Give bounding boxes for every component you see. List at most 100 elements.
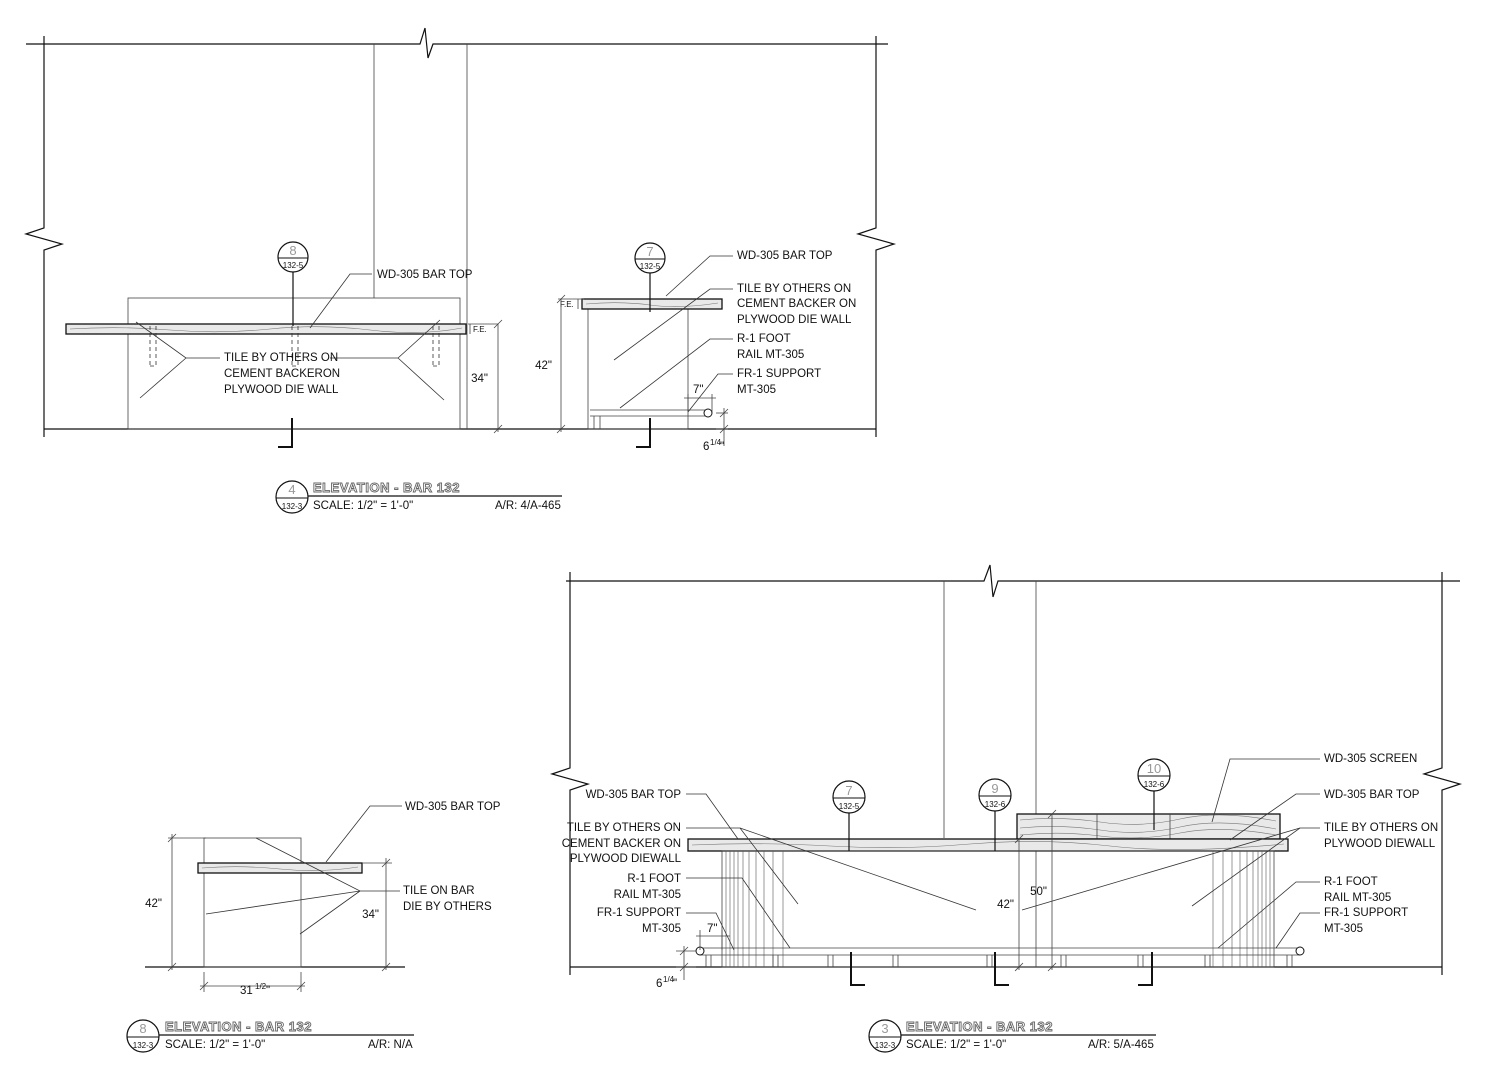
bar-top bbox=[197, 862, 363, 874]
title-ref: A/R: 4/A-465 bbox=[495, 500, 561, 512]
tag-sheet: 132-5 bbox=[839, 802, 860, 811]
note-foot-rail-line1: R-1 FOOT bbox=[737, 333, 791, 345]
title-scale: SCALE: 1/2" = 1'-0" bbox=[313, 500, 413, 512]
dim-fe: F.E. bbox=[473, 325, 487, 334]
note-tile-line2: CEMENT BACKER ON bbox=[737, 298, 856, 310]
dim-34: 34" bbox=[362, 909, 379, 921]
dim-6-frac: 1/4 bbox=[663, 975, 675, 984]
tag-sheet: 132-5 bbox=[640, 262, 661, 271]
tag-number: 7 bbox=[646, 244, 653, 259]
ceiling-line bbox=[26, 27, 888, 59]
right-wall bbox=[855, 36, 897, 437]
title-sheet: 132-3 bbox=[282, 502, 303, 511]
title-ref: A/R: N/A bbox=[368, 1039, 413, 1051]
section-tag: 7 132-5 bbox=[832, 780, 866, 851]
note-bar-top: WD-305 BAR TOP bbox=[737, 250, 833, 262]
title-sheet: 132-3 bbox=[133, 1041, 154, 1050]
note-foot-rail-line2: RAIL MT-305 bbox=[614, 889, 681, 901]
elevation-8: WD-305 BAR TOP TILE ON BAR DIE BY OTHERS… bbox=[126, 801, 501, 1053]
die-wall bbox=[721, 850, 1275, 968]
dim-42: 42" bbox=[997, 899, 1014, 911]
die-wall bbox=[203, 837, 302, 968]
section-tag: 7 132-5 bbox=[634, 242, 666, 312]
dim-31-unit: " bbox=[266, 985, 270, 997]
title-block: 8 132-3 ELEVATION - BAR 132 SCALE: 1/2" … bbox=[126, 1019, 414, 1053]
note-support-line2: MT-305 bbox=[1324, 923, 1363, 935]
dim-6: 6 bbox=[703, 441, 709, 453]
note-tile-line1: TILE BY OTHERS ON bbox=[224, 352, 338, 364]
section-cut bbox=[850, 952, 865, 986]
section-tag: 10 132-6 bbox=[1137, 758, 1171, 830]
tag-number: 10 bbox=[1147, 761, 1161, 776]
note-bar-top: WD-305 BAR TOP bbox=[377, 269, 473, 281]
note-tile-line2: CEMENT BACKERON bbox=[224, 368, 340, 380]
note-bar-top: WD-305 BAR TOP bbox=[405, 801, 501, 813]
note-tile-line2: PLYWOOD DIEWALL bbox=[1324, 838, 1436, 850]
note-bar-top: WD-305 BAR TOP bbox=[586, 789, 682, 801]
title-number: 4 bbox=[288, 482, 295, 497]
note-support-line2: MT-305 bbox=[642, 923, 681, 935]
title-scale: SCALE: 1/2" = 1'-0" bbox=[906, 1039, 1006, 1051]
dim-42: 42" bbox=[535, 360, 552, 372]
note-screen: WD-305 SCREEN bbox=[1324, 753, 1417, 765]
bar-top bbox=[65, 323, 467, 335]
section-tag: 8 132-5 bbox=[277, 241, 309, 326]
note-foot-rail-line2: RAIL MT-305 bbox=[737, 349, 804, 361]
note-tile-line1: TILE BY OTHERS ON bbox=[737, 283, 851, 295]
note-tile-line1: TILE BY OTHERS ON bbox=[1324, 822, 1438, 834]
elevation-4: 8 132-5 WD-305 BAR TOP TILE BY OTHERS ON… bbox=[23, 27, 897, 514]
note-foot-rail-line1: R-1 FOOT bbox=[627, 873, 681, 885]
title-name: ELEVATION - BAR 132 bbox=[906, 1019, 1053, 1034]
dim-fe: F.E. bbox=[560, 300, 574, 309]
section-cut bbox=[636, 418, 651, 448]
note-support-line1: FR-1 SUPPORT bbox=[1324, 907, 1408, 919]
dim-7: 7" bbox=[707, 923, 717, 935]
section-cut bbox=[1138, 952, 1153, 986]
elevation-3: 7 132-5 9 132-6 10 132-6 WD-305 BAR TOP … bbox=[549, 564, 1463, 1053]
die-wall bbox=[127, 297, 461, 430]
note-support-line1: FR-1 SUPPORT bbox=[737, 368, 821, 380]
dim-50: 50" bbox=[1030, 886, 1047, 898]
section-cut bbox=[994, 952, 1009, 986]
title-scale: SCALE: 1/2" = 1'-0" bbox=[165, 1039, 265, 1051]
tag-sheet: 132-6 bbox=[1144, 780, 1165, 789]
title-number: 8 bbox=[139, 1021, 146, 1036]
title-block: 3 132-3 ELEVATION - BAR 132 SCALE: 1/2" … bbox=[868, 1019, 1156, 1053]
right-wall bbox=[1421, 572, 1463, 975]
dim-42: 42" bbox=[145, 898, 162, 910]
tag-number: 9 bbox=[991, 781, 998, 796]
dim-31-frac: 1/2 bbox=[255, 982, 267, 991]
left-wall bbox=[549, 572, 591, 975]
tag-number: 8 bbox=[289, 243, 296, 258]
tag-sheet: 132-5 bbox=[283, 261, 304, 270]
die-wall-section bbox=[587, 307, 689, 430]
section-tag: 9 132-6 bbox=[978, 778, 1012, 851]
note-bar-top: WD-305 BAR TOP bbox=[1324, 789, 1420, 801]
note-tile-line2: CEMENT BACKER ON bbox=[562, 838, 681, 850]
dim-7: 7" bbox=[693, 384, 703, 396]
bar-top-section bbox=[581, 298, 723, 310]
title-number: 3 bbox=[881, 1021, 888, 1036]
section-cut bbox=[278, 418, 293, 448]
dim-6-unit: " bbox=[720, 441, 724, 453]
title-sheet: 132-3 bbox=[875, 1041, 896, 1050]
title-ref: A/R: 5/A-465 bbox=[1088, 1039, 1154, 1051]
title-name: ELEVATION - BAR 132 bbox=[313, 480, 460, 495]
dim-6: 6 bbox=[656, 978, 662, 990]
note-foot-rail-line1: R-1 FOOT bbox=[1324, 876, 1378, 888]
dim-31: 31 bbox=[240, 985, 253, 997]
note-tile-line3: PLYWOOD DIE WALL bbox=[224, 384, 339, 396]
note-tile-line2: DIE BY OTHERS bbox=[403, 901, 492, 913]
title-block: 4 132-3 ELEVATION - BAR 132 SCALE: 1/2" … bbox=[275, 480, 562, 514]
dim-6-unit: " bbox=[673, 978, 677, 990]
note-support-line1: FR-1 SUPPORT bbox=[597, 907, 681, 919]
note-tile-line3: PLYWOOD DIEWALL bbox=[570, 853, 682, 865]
note-support-line2: MT-305 bbox=[737, 384, 776, 396]
dim-6-frac: 1/4 bbox=[710, 438, 722, 447]
tag-sheet: 132-6 bbox=[985, 800, 1006, 809]
title-name: ELEVATION - BAR 132 bbox=[165, 1019, 312, 1034]
ceiling-line bbox=[566, 564, 1460, 598]
note-foot-rail-line2: RAIL MT-305 bbox=[1324, 892, 1391, 904]
tag-number: 7 bbox=[845, 783, 852, 798]
